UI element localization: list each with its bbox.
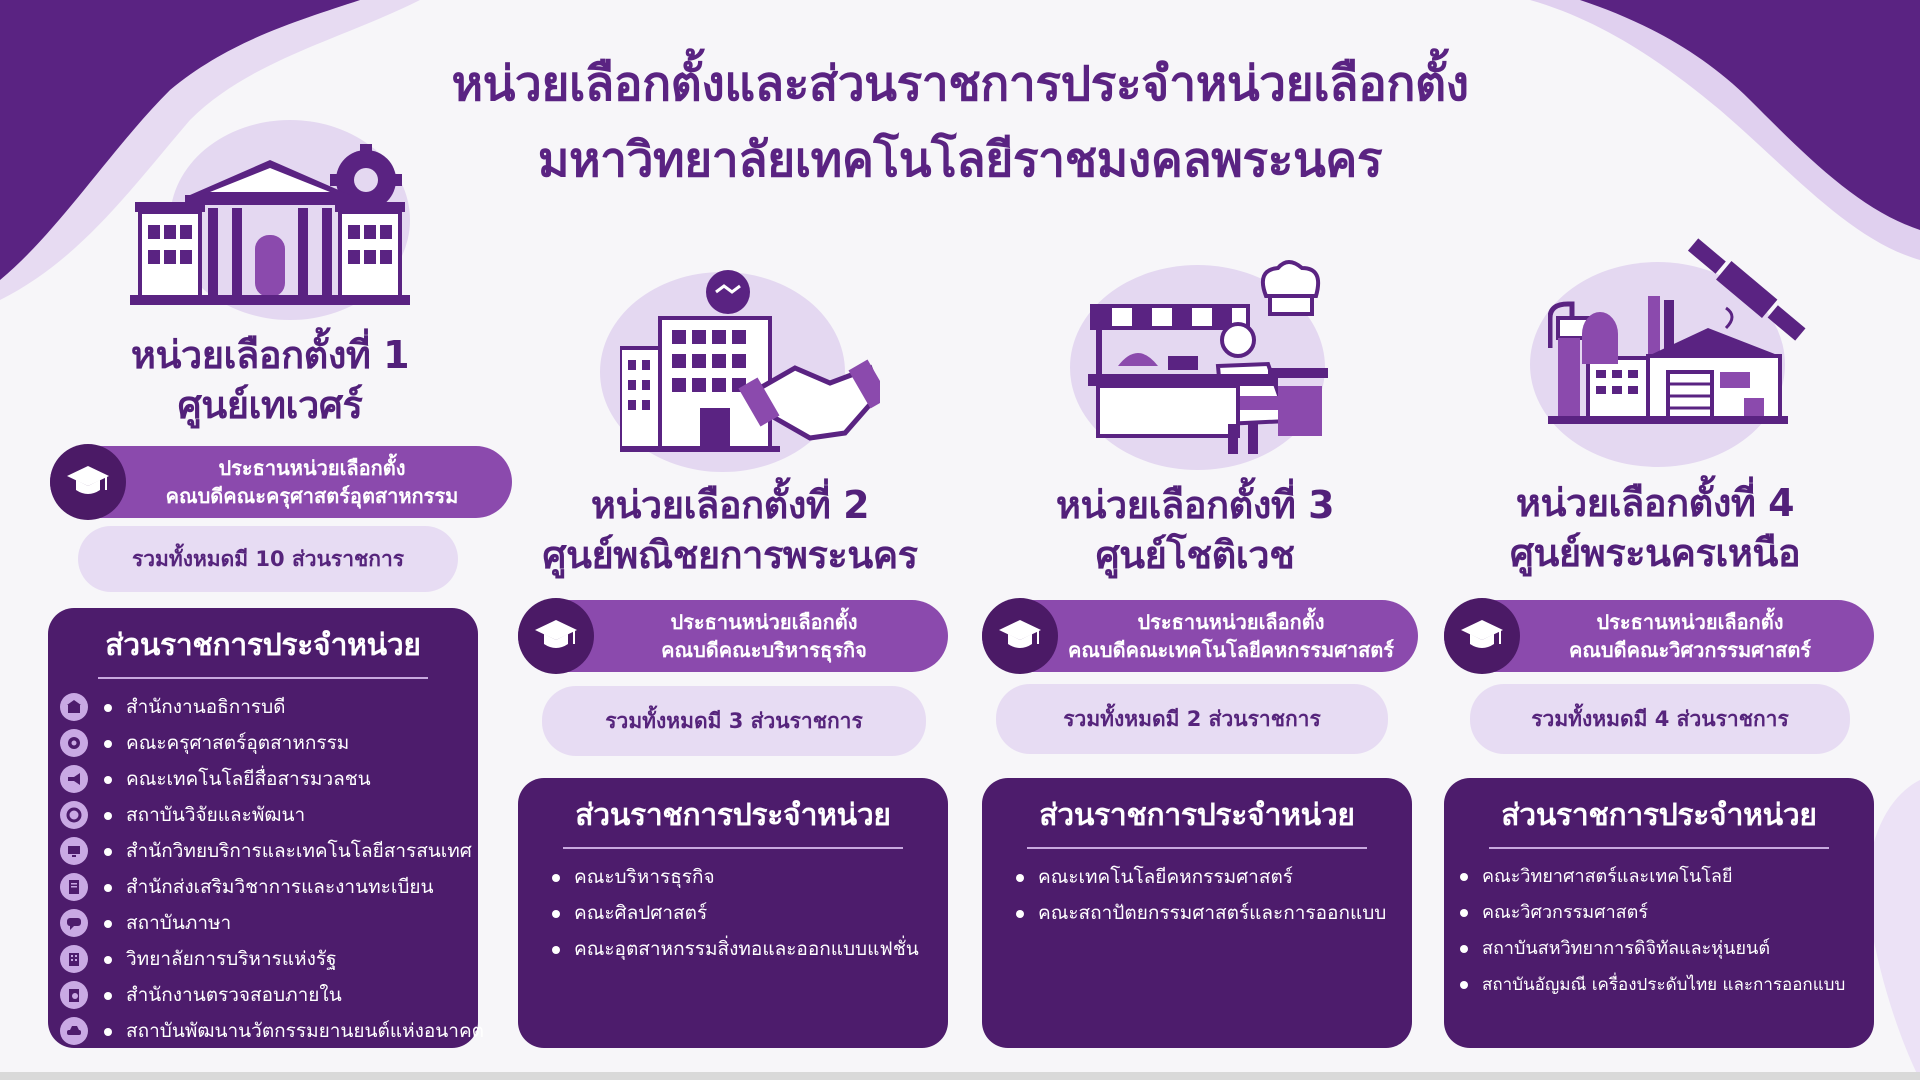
unit-3-title-line1: หน่วยเลือกตั้งที่ 3 (1055, 483, 1335, 527)
chat-icon (60, 909, 88, 937)
unit-1-items: สำนักงานอธิการบดี คณะครุศาสตร์อุตสาหกรรม… (48, 689, 484, 1049)
page-title-line1: หน่วยเลือกตั้งและส่วนราชการประจำหน่วยเลื… (451, 56, 1469, 112)
unit-1-title-line2: ศูนย์เทเวศร์ (177, 383, 363, 427)
audit-icon (60, 981, 88, 1009)
unit-4-list-title: ส่วนราชการประจำหน่วย (1501, 798, 1817, 833)
factory-satellite-icon (1548, 238, 1806, 424)
office-icon (60, 945, 88, 973)
list-item: สำนักส่งเสริมวิชาการและงานทะเบียน (48, 869, 478, 905)
page-title-line2: มหาวิทยาลัยเทคโนโลยีราชมงคลพระนคร (537, 132, 1383, 188)
list-item: คณะวิศวกรรมศาสตร์ (1444, 895, 1874, 931)
list-item: สถาบันพัฒนานวัตกรรมยานยนต์แห่งอนาคต (48, 1013, 484, 1049)
unit-2-list-box: ส่วนราชการประจำหน่วย คณะบริหารธุรกิจ คณะ… (518, 778, 948, 1048)
unit-2-total: รวมทั้งหมดมี 3 ส่วนราชการ (542, 686, 926, 756)
megaphone-icon (60, 765, 88, 793)
unit-4-list-box: ส่วนราชการประจำหน่วย คณะวิทยาศาสตร์และเท… (1444, 778, 1874, 1048)
unit-1-total: รวมทั้งหมดมี 10 ส่วนราชการ (78, 526, 458, 592)
list-item: สถาบันภาษา (48, 905, 478, 941)
unit-2-chair-line2: คณบดีคณะบริหารธุรกิจ (661, 638, 867, 662)
chef-kitchen-stall-icon (1088, 260, 1328, 454)
unit-3-chair-line2: คณบดีคณะเทคโนโลยีคหกรรมศาสตร์ (1067, 638, 1395, 662)
unit-2-title: หน่วยเลือกตั้งที่ 2 ศูนย์พณิชยการพระนคร (510, 480, 950, 580)
graduation-cap-icon (518, 598, 594, 674)
list-item: คณะครุศาสตร์อุตสาหกรรม (48, 725, 478, 761)
list-item: คณะวิทยาศาสตร์และเทคโนโลยี (1444, 859, 1874, 895)
list-item: สถาบันอัญมณี เครื่องประดับไทย และการออกแ… (1444, 967, 1874, 1003)
list-item: คณะเทคโนโลยีสื่อสารมวลชน (48, 761, 478, 797)
unit-3-total: รวมทั้งหมดมี 2 ส่วนราชการ (996, 684, 1388, 754)
divider (563, 847, 903, 849)
unit-4-total: รวมทั้งหมดมี 4 ส่วนราชการ (1470, 684, 1850, 754)
unit-2-title-line1: หน่วยเลือกตั้งที่ 2 (590, 483, 870, 527)
unit-3-title-line2: ศูนย์โชติเวช (1095, 533, 1295, 577)
university-building-gear-icon (130, 144, 410, 305)
document-icon (60, 873, 88, 901)
list-item: คณะอุตสาหกรรมสิ่งทอและออกแบบแฟชั่น (518, 931, 948, 967)
unit-4-title-line1: หน่วยเลือกตั้งที่ 4 (1515, 481, 1795, 525)
unit-3-chair-pill: ประธานหน่วยเลือกตั้ง คณบดีคณะเทคโนโลยีคห… (982, 598, 1418, 674)
unit-1-chair-line2: คณบดีคณะครุศาสตร์อุตสาหกรรม (165, 484, 459, 508)
list-item: สำนักงานตรวจสอบภายใน (48, 977, 478, 1013)
list-item: คณะสถาปัตยกรรมศาสตร์และการออกแบบ (982, 895, 1412, 931)
unit-4-chair-pill: ประธานหน่วยเลือกตั้ง คณบดีคณะวิศวกรรมศาส… (1444, 598, 1874, 674)
business-building-handshake-icon (620, 270, 880, 452)
unit-1-list-title: ส่วนราชการประจำหน่วย (105, 628, 421, 663)
unit-3-chair-line1: ประธานหน่วยเลือกตั้ง (1137, 610, 1325, 634)
list-item: สถาบันวิจัยและพัฒนา (48, 797, 478, 833)
unit-2-list-title: ส่วนราชการประจำหน่วย (575, 798, 891, 833)
unit-3-title: หน่วยเลือกตั้งที่ 3 ศูนย์โชติเวช (1000, 480, 1390, 580)
unit-1-list-box: ส่วนราชการประจำหน่วย สำนักงานอธิการบดี ค… (48, 608, 484, 1049)
list-item: คณะเทคโนโลยีคหกรรมศาสตร์ (982, 859, 1412, 895)
list-item: วิทยาลัยการบริหารแห่งรัฐ (48, 941, 478, 977)
list-item: คณะศิลปศาสตร์ (518, 895, 948, 931)
unit-3-list-title: ส่วนราชการประจำหน่วย (1039, 798, 1355, 833)
unit-2-title-line2: ศูนย์พณิชยการพระนคร (542, 533, 918, 577)
computer-icon (60, 837, 88, 865)
divider (1489, 847, 1829, 849)
unit-3-list-box: ส่วนราชการประจำหน่วย คณะเทคโนโลยีคหกรรมศ… (982, 778, 1412, 1048)
gear-people-icon (60, 729, 88, 757)
list-item: สำนักงานอธิการบดี (48, 689, 478, 725)
unit-4-chair-line2: คณบดีคณะวิศวกรรมศาสตร์ (1568, 638, 1812, 662)
unit-4-title: หน่วยเลือกตั้งที่ 4 ศูนย์พระนครเหนือ (1460, 478, 1850, 578)
graduation-cap-icon (50, 444, 126, 520)
unit-1-title: หน่วยเลือกตั้งที่ 1 ศูนย์เทเวศร์ (80, 330, 460, 430)
unit-2-chair-pill: ประธานหน่วยเลือกตั้ง คณบดีคณะบริหารธุรกิ… (518, 598, 948, 674)
divider (98, 677, 428, 679)
research-gear-icon (60, 801, 88, 829)
unit-4-title-line2: ศูนย์พระนครเหนือ (1509, 531, 1801, 575)
graduation-cap-icon (982, 598, 1058, 674)
divider (1027, 847, 1367, 849)
graduation-cap-icon (1444, 598, 1520, 674)
unit-2-chair-line1: ประธานหน่วยเลือกตั้ง (670, 610, 858, 634)
building-icon (60, 693, 88, 721)
unit-4-chair-line1: ประธานหน่วยเลือกตั้ง (1596, 610, 1784, 634)
unit-1-chair-line1: ประธานหน่วยเลือกตั้ง (218, 456, 406, 480)
list-item: สถาบันสหวิทยาการดิจิทัลและหุ่นยนต์ (1444, 931, 1874, 967)
list-item: สำนักวิทยบริการและเทคโนโลยีสารสนเทศ (48, 833, 478, 869)
unit-1-title-line1: หน่วยเลือกตั้งที่ 1 (130, 333, 410, 377)
list-item: คณะบริหารธุรกิจ (518, 859, 948, 895)
car-icon (60, 1017, 88, 1045)
unit-1-chair-pill: ประธานหน่วยเลือกตั้ง คณบดีคณะครุศาสตร์อุ… (50, 444, 512, 520)
